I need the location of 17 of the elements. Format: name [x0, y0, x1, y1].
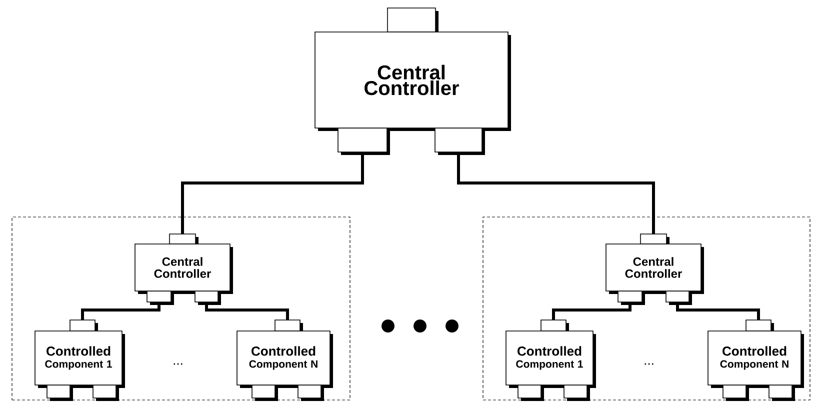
connector-line	[81, 302, 160, 320]
component-box: Controlled Component 1	[506, 320, 596, 401]
group-frame	[482, 216, 810, 400]
controller-box: Central Controller	[606, 234, 704, 305]
connector-line	[552, 302, 632, 320]
connector-line	[457, 152, 655, 234]
controller-box: Central Controller	[134, 234, 233, 305]
component-box: Controlled Component N	[236, 320, 333, 401]
controller-box: Central Controller	[314, 8, 511, 155]
ellipsis-text: ...	[644, 363, 654, 365]
ellipsis-text: ...	[174, 363, 182, 365]
group-frame	[12, 216, 350, 400]
connector-line	[676, 302, 760, 320]
component-box: Controlled Component 1	[34, 320, 125, 401]
connector-line	[181, 152, 364, 234]
connector-line	[205, 302, 289, 320]
component-box: Controlled Component N	[708, 320, 804, 401]
